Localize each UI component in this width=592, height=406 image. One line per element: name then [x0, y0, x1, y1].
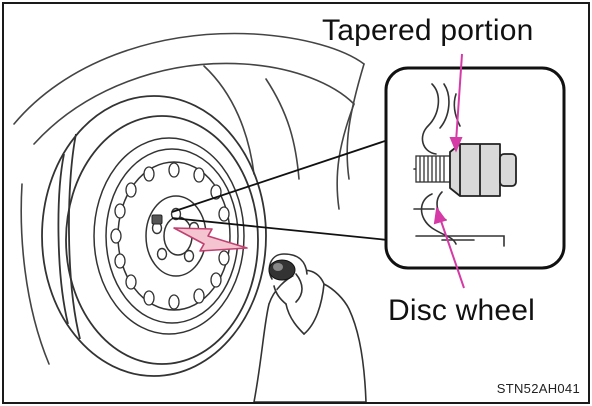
- disc-wheel-label: Disc wheel: [388, 294, 535, 328]
- figure-code: STN52AH041: [497, 381, 580, 396]
- rim-holes: [111, 163, 229, 309]
- install-direction-arrow: [174, 228, 247, 251]
- tire: [42, 96, 266, 376]
- tapered-portion-label: Tapered portion: [322, 14, 533, 48]
- hand-nut: [269, 260, 295, 280]
- wheel-nut-illustration: [4, 4, 588, 402]
- detail-bolt-thread: [416, 156, 450, 182]
- installed-nut: [152, 215, 162, 224]
- hand-holding-nut: [254, 254, 366, 402]
